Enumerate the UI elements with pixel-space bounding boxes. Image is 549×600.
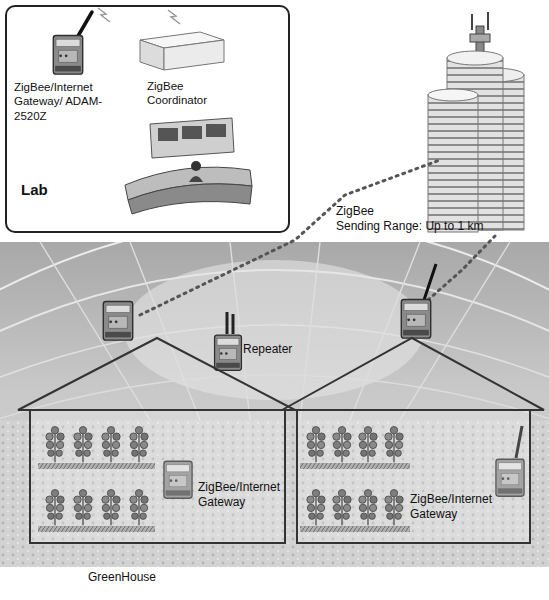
node-text: ZigBee/Internet Gateway <box>198 480 286 510</box>
antenna <box>226 312 229 334</box>
house-section: ZigBee/Internet Gateway <box>18 338 295 548</box>
antenna <box>424 264 436 300</box>
repeater-icon <box>215 335 242 370</box>
house-body <box>30 410 285 543</box>
node-text: ZigBee/Internet Gateway/ ADAM-2520Z <box>14 80 109 123</box>
antenna <box>232 314 235 334</box>
roof-device <box>103 302 132 341</box>
house-roof <box>282 338 544 410</box>
node-text: Repeater <box>243 342 303 357</box>
coordinator-device: ZigBee Coordinator <box>132 27 242 112</box>
lab-gateway-icon <box>53 8 110 74</box>
house-section: ZigBee/Internet Gateway <box>282 338 544 548</box>
house-outline <box>18 338 295 548</box>
gateway-device: ZigBee/Internet Gateway/ ADAM-2520Z <box>12 20 122 125</box>
node-text: GreenHouse <box>88 570 208 585</box>
lab-panel: Lab ZigBee/Internet Gateway/ ADAM-2520Z Zi… <box>5 5 290 233</box>
node-text: ZigBee/Internet Gateway <box>410 492 498 522</box>
node-text: ZigBee Coordinator <box>147 79 222 108</box>
node-text: Lab <box>21 181 81 200</box>
building <box>428 12 524 232</box>
range-note: Sending Range: Up to 1 km <box>336 219 483 234</box>
lab-coordinator-icon <box>140 10 224 70</box>
radio-link <box>140 160 440 315</box>
greenhouse-backdrop <box>0 242 549 567</box>
radio-link <box>428 236 495 300</box>
greenhouse-area: GreenHouse RepeaterZigBee/Internet Gatewa… <box>0 242 549 600</box>
range-note: ZigBee <box>336 204 374 219</box>
house-roof <box>18 338 295 410</box>
house-body <box>297 410 530 543</box>
control-desk-icon <box>125 118 252 214</box>
roof-device <box>401 300 430 339</box>
